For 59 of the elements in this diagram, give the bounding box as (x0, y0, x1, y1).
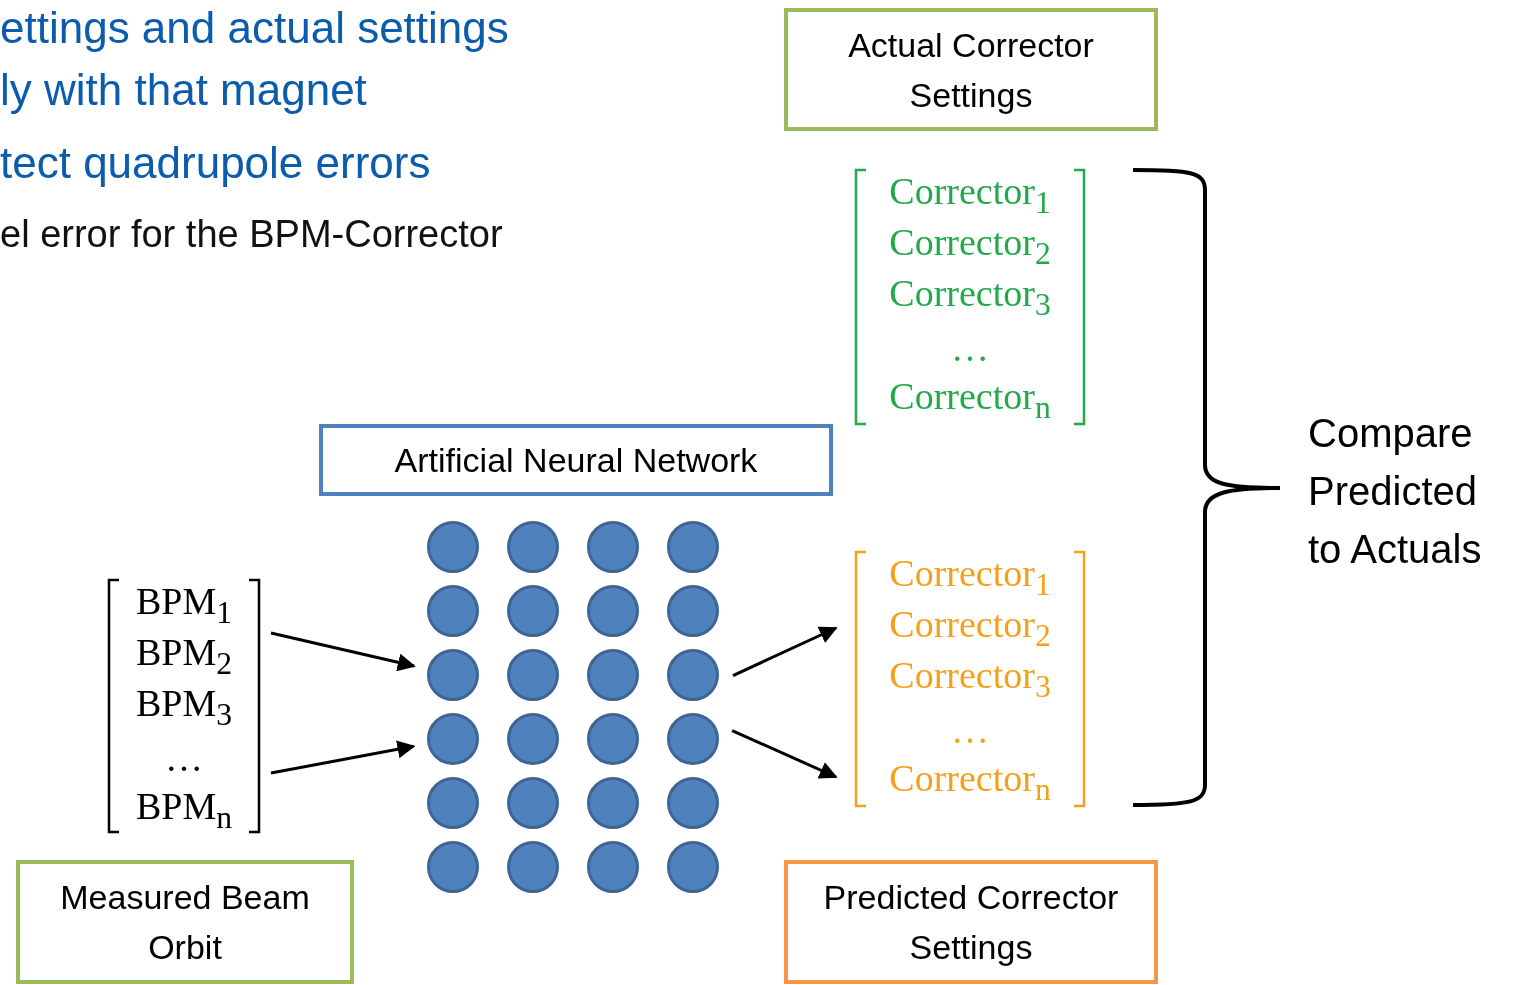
neuron-circle (427, 713, 479, 765)
neuron-circle (427, 521, 479, 573)
neuron-circle (667, 585, 719, 637)
box-label: Measured Beam Orbit (59, 877, 311, 968)
slide-text: tect quadrupole errors (0, 137, 431, 189)
neuron-circle (587, 521, 639, 573)
arrow (270, 740, 416, 775)
slide-text: el error for the BPM-Corrector (0, 212, 503, 257)
title-box (319, 424, 833, 496)
vector-entry: … (950, 326, 990, 371)
neuron-circle (427, 777, 479, 829)
vector-entry: Corrector$_{1}$ (888, 169, 1052, 222)
input-label-box (16, 860, 354, 984)
vector-entry: Corrector$_{3}$ (888, 271, 1052, 324)
column-vector (852, 168, 1088, 426)
neuron-circle (427, 585, 479, 637)
vector-entry: … (950, 708, 990, 753)
neuron-circle (507, 841, 559, 893)
slide-text: ly with that magnet (0, 64, 367, 116)
neuron-circle (667, 521, 719, 573)
box-label: Artificial Neural Network (394, 440, 758, 481)
box-label: Predicted Corrector Settings (822, 877, 1120, 968)
neuron-circle (587, 585, 639, 637)
arrow (270, 631, 416, 672)
neuron-circle (427, 841, 479, 893)
vector-entry: Corrector$_{2}$ (888, 602, 1052, 655)
vector-entry: BPM$_{1}$ (134, 579, 234, 632)
neuron-circle (587, 713, 639, 765)
vector-entry: BPM$_{2}$ (134, 630, 234, 683)
neuron-circle (667, 777, 719, 829)
vector-entry: Corrector$_{n}$ (888, 756, 1052, 809)
legend-box (784, 8, 1158, 131)
neuron-circle (587, 777, 639, 829)
neuron-circle (507, 521, 559, 573)
output-label-box (784, 860, 1158, 984)
neuron-circle (587, 841, 639, 893)
neuron-circle (507, 585, 559, 637)
neuron-circle (587, 649, 639, 701)
neuron-circle (507, 777, 559, 829)
neuron-circle (667, 713, 719, 765)
arrow (732, 626, 838, 677)
arrow (731, 729, 838, 779)
vector-entry: BPM$_{3}$ (134, 681, 234, 734)
neuron-circle (427, 649, 479, 701)
vector-entry: Corrector$_{3}$ (888, 653, 1052, 706)
slide-text: ettings and actual settings (0, 2, 509, 54)
box-label: Actual Corrector Settings (847, 24, 1095, 116)
column-vector (105, 578, 263, 834)
vector-entry: Corrector$_{1}$ (888, 551, 1052, 604)
neuron-circle (667, 841, 719, 893)
neuron-circle (507, 713, 559, 765)
column-vector (852, 550, 1088, 808)
vector-entry: … (164, 736, 204, 781)
vector-entry: Corrector$_{2}$ (888, 220, 1052, 273)
vector-entry: BPM$_{n}$ (134, 784, 234, 837)
compare-text: Compare Predicted to Actuals (1308, 410, 1483, 573)
vector-entry: Corrector$_{n}$ (888, 374, 1052, 427)
neuron-circle (667, 649, 719, 701)
neuron-circle (507, 649, 559, 701)
